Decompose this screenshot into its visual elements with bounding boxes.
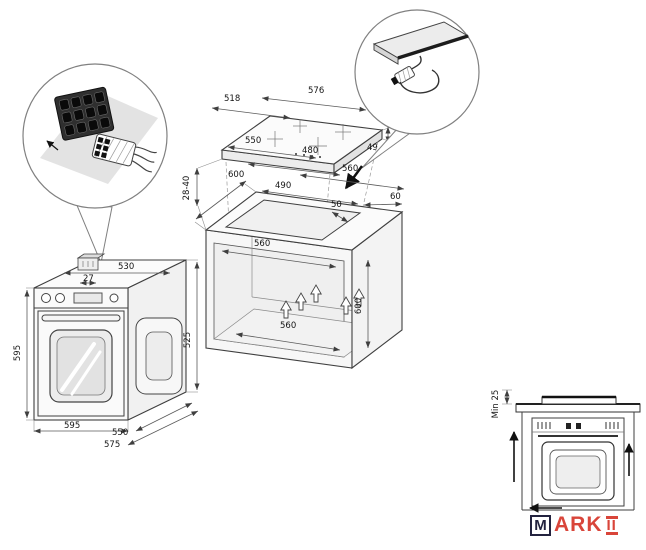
callout-circle xyxy=(354,9,480,135)
hob-dim-480: 480 xyxy=(302,146,318,156)
cable-plug xyxy=(390,66,415,86)
hob-dim-49: 49 xyxy=(367,143,378,153)
cabinet-dim-560-inner: 560 xyxy=(254,239,270,249)
oven-knob xyxy=(41,293,51,303)
worktop-edge xyxy=(373,43,399,65)
oven-door xyxy=(37,310,125,417)
logo-text: ARK xyxy=(554,513,603,536)
cable-detail-callout xyxy=(344,9,480,190)
burner-marks xyxy=(267,119,351,155)
airflow-up-arrow xyxy=(280,300,292,319)
direction-arrow-icon xyxy=(46,140,59,151)
oven-knob xyxy=(109,293,119,303)
connector-detail-callout xyxy=(22,63,168,265)
airflow-up-arrow xyxy=(353,288,365,307)
cabinet-dim-560-base: 560 xyxy=(280,321,296,331)
airflow-up-arrow xyxy=(340,296,352,315)
hob-dim-550: 550 xyxy=(245,136,261,146)
hob-diagram: 518 576 550 480 49 xyxy=(211,86,392,240)
hob-dim-518: 518 xyxy=(224,94,240,104)
installation-side-view: Min 25 xyxy=(491,390,641,513)
worktop xyxy=(515,403,641,413)
oven-front-small xyxy=(531,417,625,507)
logo-numeral: II xyxy=(605,515,618,535)
oven-diagram: 530 27 595 595 550 575 525 xyxy=(13,253,200,450)
hob-dim-576: 576 xyxy=(308,86,324,96)
vent-slots xyxy=(537,422,619,429)
small-knob xyxy=(576,423,581,429)
terminal-pin-block xyxy=(54,86,115,141)
oven-dim-525: 525 xyxy=(183,332,193,348)
oven-dim-595-height: 595 xyxy=(13,345,23,361)
cabinet-cutout-hole xyxy=(224,199,362,241)
cabinet-dim-490: 490 xyxy=(275,181,291,191)
cabinet-dim-28-40: 28-40 xyxy=(182,176,192,201)
logo-m-box: M xyxy=(530,514,551,536)
cabinet-dim-50: 50 xyxy=(331,200,342,210)
oven-dim-530: 530 xyxy=(118,262,134,272)
oven-terminal-box xyxy=(76,253,106,271)
mains-plug xyxy=(91,133,157,173)
airflow-up-arrow xyxy=(310,284,322,303)
airflow-up-arrow xyxy=(295,292,307,311)
oven-dim-27: 27 xyxy=(83,274,94,284)
oven-knob xyxy=(55,293,65,303)
airflow-up-arrows xyxy=(280,284,365,319)
cabinet-diagram: 28-40 600 490 560 50 60 560 600 560 xyxy=(182,158,405,370)
oven-handle xyxy=(41,314,121,322)
brand-logo: M ARK II xyxy=(530,513,618,537)
oven-dim-595-width: 595 xyxy=(64,421,80,431)
small-knob xyxy=(566,423,571,429)
cabinet-dim-600-height: 600 xyxy=(354,298,364,314)
oven-display xyxy=(73,292,103,304)
cabinet-dim-600-top: 600 xyxy=(228,170,244,180)
cabinet-dim-560-top: 560 xyxy=(342,164,358,174)
install-dim-min-25: Min 25 xyxy=(491,390,501,419)
cable-cord xyxy=(399,69,440,94)
oven-dim-550: 550 xyxy=(112,428,128,438)
cabinet-dim-60: 60 xyxy=(390,192,401,202)
oven-dim-575: 575 xyxy=(104,440,120,450)
